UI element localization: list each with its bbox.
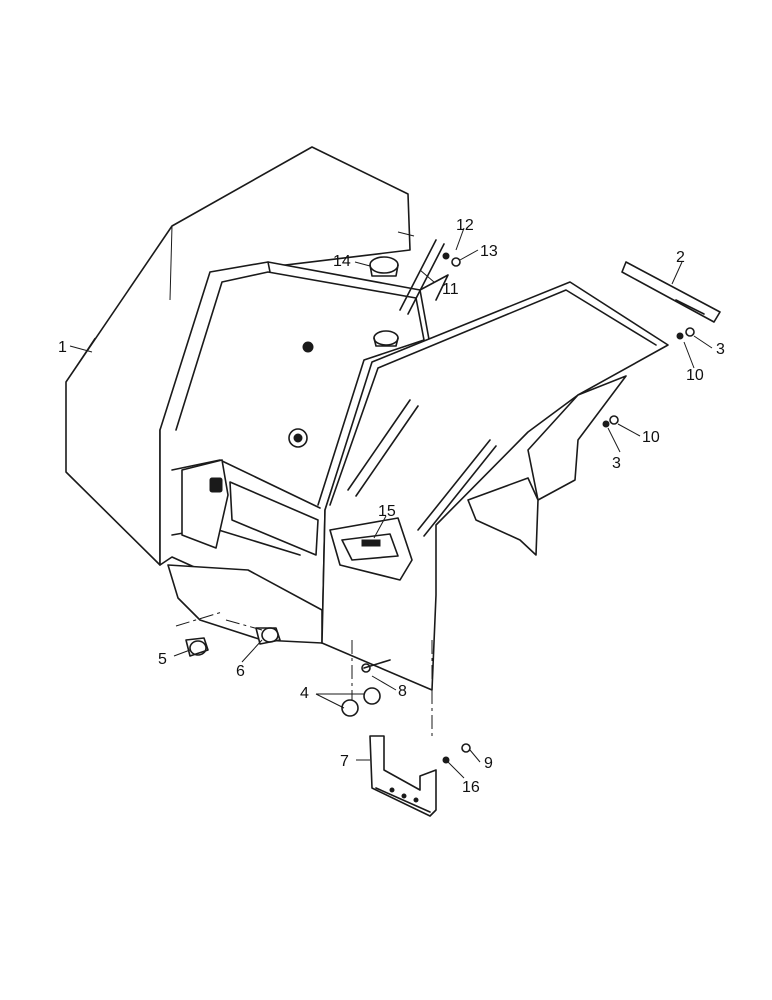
tank-body-part-1 <box>65 146 411 566</box>
strap-part-2 <box>621 261 721 323</box>
spacers-part-4-8 <box>341 640 433 740</box>
bolts-nuts <box>442 252 695 764</box>
callout-10-upper: 10 <box>686 367 704 384</box>
callout-6: 6 <box>236 663 245 680</box>
callout-5: 5 <box>158 651 167 668</box>
callout-10-lower: 10 <box>642 429 660 446</box>
callout-15: 15 <box>378 503 396 520</box>
callout-1: 1 <box>58 339 67 356</box>
right-fender <box>321 281 669 691</box>
callout-7: 7 <box>340 753 349 770</box>
callout-9: 9 <box>484 755 493 772</box>
front-hood-housing <box>159 261 449 644</box>
callout-3-upper: 3 <box>716 341 725 358</box>
step-part-7 <box>369 735 437 817</box>
callout-14: 14 <box>333 253 351 270</box>
callout-13: 13 <box>480 243 498 260</box>
callout-3-lower: 3 <box>612 455 621 472</box>
callout-12: 12 <box>456 217 474 234</box>
callout-16: 16 <box>462 779 480 796</box>
callout-2: 2 <box>676 249 685 266</box>
dipstick-part-11 <box>397 231 445 315</box>
filler-cap-part-14 <box>369 256 399 347</box>
leader-lines <box>69 227 713 779</box>
callout-11: 11 <box>442 281 459 298</box>
callout-4: 4 <box>300 685 309 702</box>
callout-8: 8 <box>398 683 407 700</box>
